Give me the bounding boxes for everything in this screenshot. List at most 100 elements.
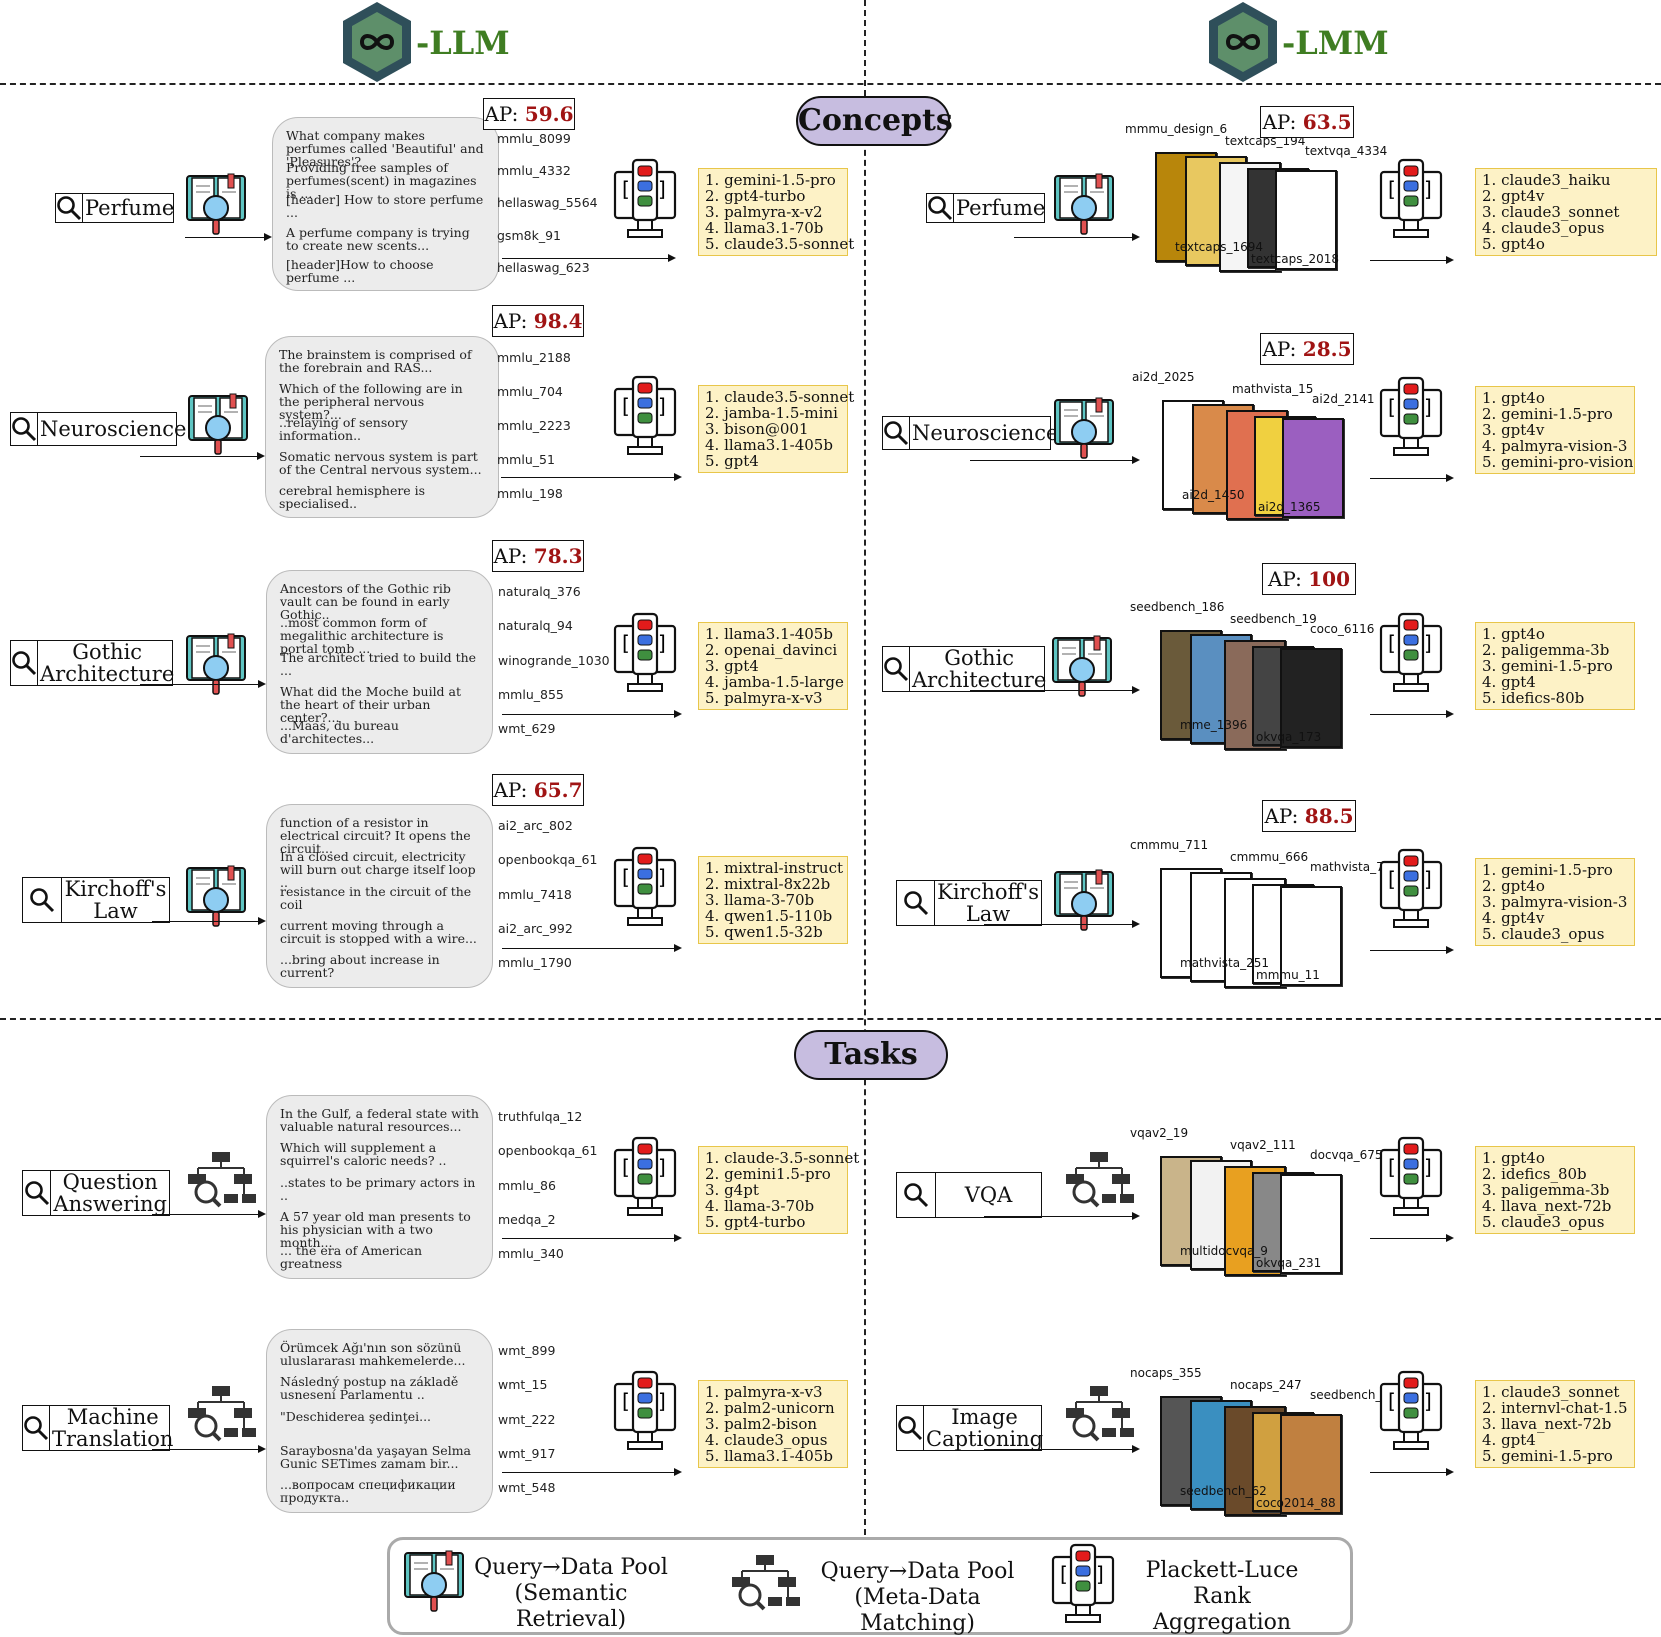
legend-meta-line1: Query→Data Pool	[820, 1559, 1015, 1584]
rank-aggregation-icon: []	[612, 1370, 678, 1460]
pool-item-id: mmlu_704	[497, 383, 563, 399]
pool-item-text: Providing free samples of perfumes(scent…	[286, 160, 477, 202]
ranking-item: 3. gemini-1.5-pro	[1482, 657, 1613, 675]
svg-text:]: ]	[658, 1155, 666, 1179]
rank-aggregation-icon: []	[1378, 158, 1444, 248]
hierarchy-search-icon	[184, 1384, 258, 1446]
lmm-title: -LMM	[1282, 24, 1389, 62]
llm-row-2-ap-badge: AP: 78.3	[492, 540, 584, 572]
lmm-row-0-query-box: Perfume	[926, 193, 1045, 223]
pool-item-id: ai2_arc_802	[498, 818, 573, 833]
image-source-label: ai2d_2025	[1132, 370, 1195, 384]
arrow	[984, 1212, 1140, 1220]
pool-item-text: A 57 year old man presents to his physic…	[280, 1209, 471, 1251]
query-label: Machine Translation	[52, 1405, 174, 1451]
pool-item-id: mmlu_51	[497, 451, 555, 467]
lmm-row-0-ap-badge: AP: 63.5	[1260, 106, 1354, 138]
image-thumbnail	[1280, 1174, 1342, 1274]
center-divider	[864, 0, 866, 1545]
pool-item-text: The brainstem is comprised of the forebr…	[279, 347, 472, 375]
ranking-item: 3. palmyra-x-v2	[705, 203, 823, 221]
legend-meta: Query→Data Pool (Meta-Data Matching)	[800, 1559, 1035, 1637]
svg-text:[: [	[622, 1155, 630, 1179]
rank-aggregation-icon: []	[1050, 1543, 1116, 1633]
svg-text:[: [	[1388, 395, 1396, 419]
llm-row-1-data-pool	[265, 336, 499, 518]
book-search-icon	[1052, 394, 1116, 468]
concepts-pill: Concepts	[796, 96, 953, 146]
book-search-icon	[186, 390, 250, 464]
image-thumbnail	[1282, 418, 1344, 518]
svg-text:]: ]	[1096, 1562, 1104, 1586]
arrow	[152, 917, 266, 925]
rank-aggregation-icon: []	[1378, 848, 1444, 938]
rank-aggregation-icon: []	[612, 375, 678, 465]
svg-text:]: ]	[1424, 395, 1432, 419]
ranking-item: 2. gpt4-turbo	[705, 187, 806, 205]
pool-item-id: mmlu_1790	[498, 955, 572, 971]
ranking-item: 4. jamba-1.5-large	[705, 673, 844, 691]
pool-item-id: mmlu_340	[498, 1246, 564, 1262]
svg-text:]: ]	[1424, 1389, 1432, 1413]
query-label: VQA	[964, 1183, 1013, 1207]
pool-item-text: ...вопросам спецификации продукта..	[280, 1477, 456, 1506]
image-source-label: ai2d_2141	[1312, 392, 1375, 406]
lmm-row-2-query-box: Gothic Architecture	[882, 646, 1046, 692]
pool-item-text: cerebral hemisphere is specialised..	[279, 482, 426, 511]
arrow	[140, 452, 265, 460]
ranking-item: 2. gpt4o	[1482, 877, 1545, 895]
pool-item-id: wmt_899	[498, 1343, 556, 1358]
ap-label: AP:	[493, 309, 534, 333]
pool-item-id: hellaswag_623	[497, 259, 590, 275]
arrow	[1370, 946, 1454, 954]
image-source-label: seedbench_19	[1230, 612, 1317, 626]
ranking-item: 3. bison@001	[705, 420, 809, 438]
ranking-item: 3. palm2-bison	[705, 1415, 818, 1433]
image-source-label: ai2d_1450	[1182, 488, 1245, 502]
lmm-row-2-ap-badge: AP: 100	[1262, 563, 1356, 595]
llm-logo	[340, 0, 414, 88]
arrow	[502, 944, 682, 952]
pool-item-id: gsm8k_91	[497, 227, 561, 243]
image-source-label: seedbench_40	[1310, 1388, 1397, 1402]
llm-row-5-query-box: Machine Translation	[22, 1405, 173, 1451]
llm-row-1-query-box: Neuroscience	[10, 412, 186, 446]
query-label: Gothic Architecture	[40, 640, 175, 686]
search-icon	[11, 641, 38, 685]
ranking-item: 5. gpt4o	[1482, 235, 1545, 253]
svg-text:[: [	[622, 177, 630, 201]
image-source-label: mathvista_251	[1180, 956, 1270, 970]
legend-semantic-line2: (Semantic Retrieval)	[514, 1581, 628, 1632]
image-thumbnail	[1280, 648, 1342, 748]
ranking-item: 3. g4pt	[705, 1181, 759, 1199]
lmm-row-5-query-box: Image Captioning	[896, 1405, 1043, 1451]
query-label: Perfume	[85, 196, 175, 220]
ranking-item: 5. gpt4-turbo	[705, 1213, 806, 1231]
rank-aggregation-icon: []	[612, 1136, 678, 1226]
ap-label: AP:	[1262, 337, 1303, 361]
rank-aggregation-icon: []	[1378, 612, 1444, 702]
pool-item-id: hellaswag_5564	[497, 195, 598, 211]
pool-item-id: ai2_arc_992	[498, 921, 573, 937]
query-label: Neuroscience	[912, 421, 1059, 445]
ranking-item: 3. palmyra-vision-3	[1482, 893, 1628, 911]
llm-row-2-query-box: Gothic Architecture	[10, 640, 175, 686]
hierarchy-search-icon	[1062, 1384, 1136, 1446]
pool-item-text: A perfume company is trying to create ne…	[286, 224, 470, 253]
ranking-item: 1. mixtral-instruct	[705, 859, 844, 877]
llm-row-3-query-box: Kirchoff's Law	[22, 877, 170, 923]
ranking-item: 1. palmyra-x-v3	[705, 1383, 823, 1401]
book-search-icon	[1050, 632, 1114, 706]
llm-row-1-ap-badge: AP: 98.4	[492, 305, 584, 337]
hierarchy-search-icon	[1062, 1150, 1136, 1212]
image-source-label: mmmu_11	[1256, 968, 1320, 982]
header-divider	[0, 83, 1661, 85]
svg-text:]: ]	[1424, 177, 1432, 201]
ranking-item: 4. claude3_opus	[1482, 219, 1605, 237]
arrow	[1014, 233, 1140, 241]
llm-row-3-ap-badge: AP: 65.7	[492, 774, 584, 806]
arrow	[502, 254, 676, 262]
ranking-item: 3. llama-3-70b	[705, 891, 815, 909]
llm-row-5-data-pool	[266, 1329, 493, 1513]
